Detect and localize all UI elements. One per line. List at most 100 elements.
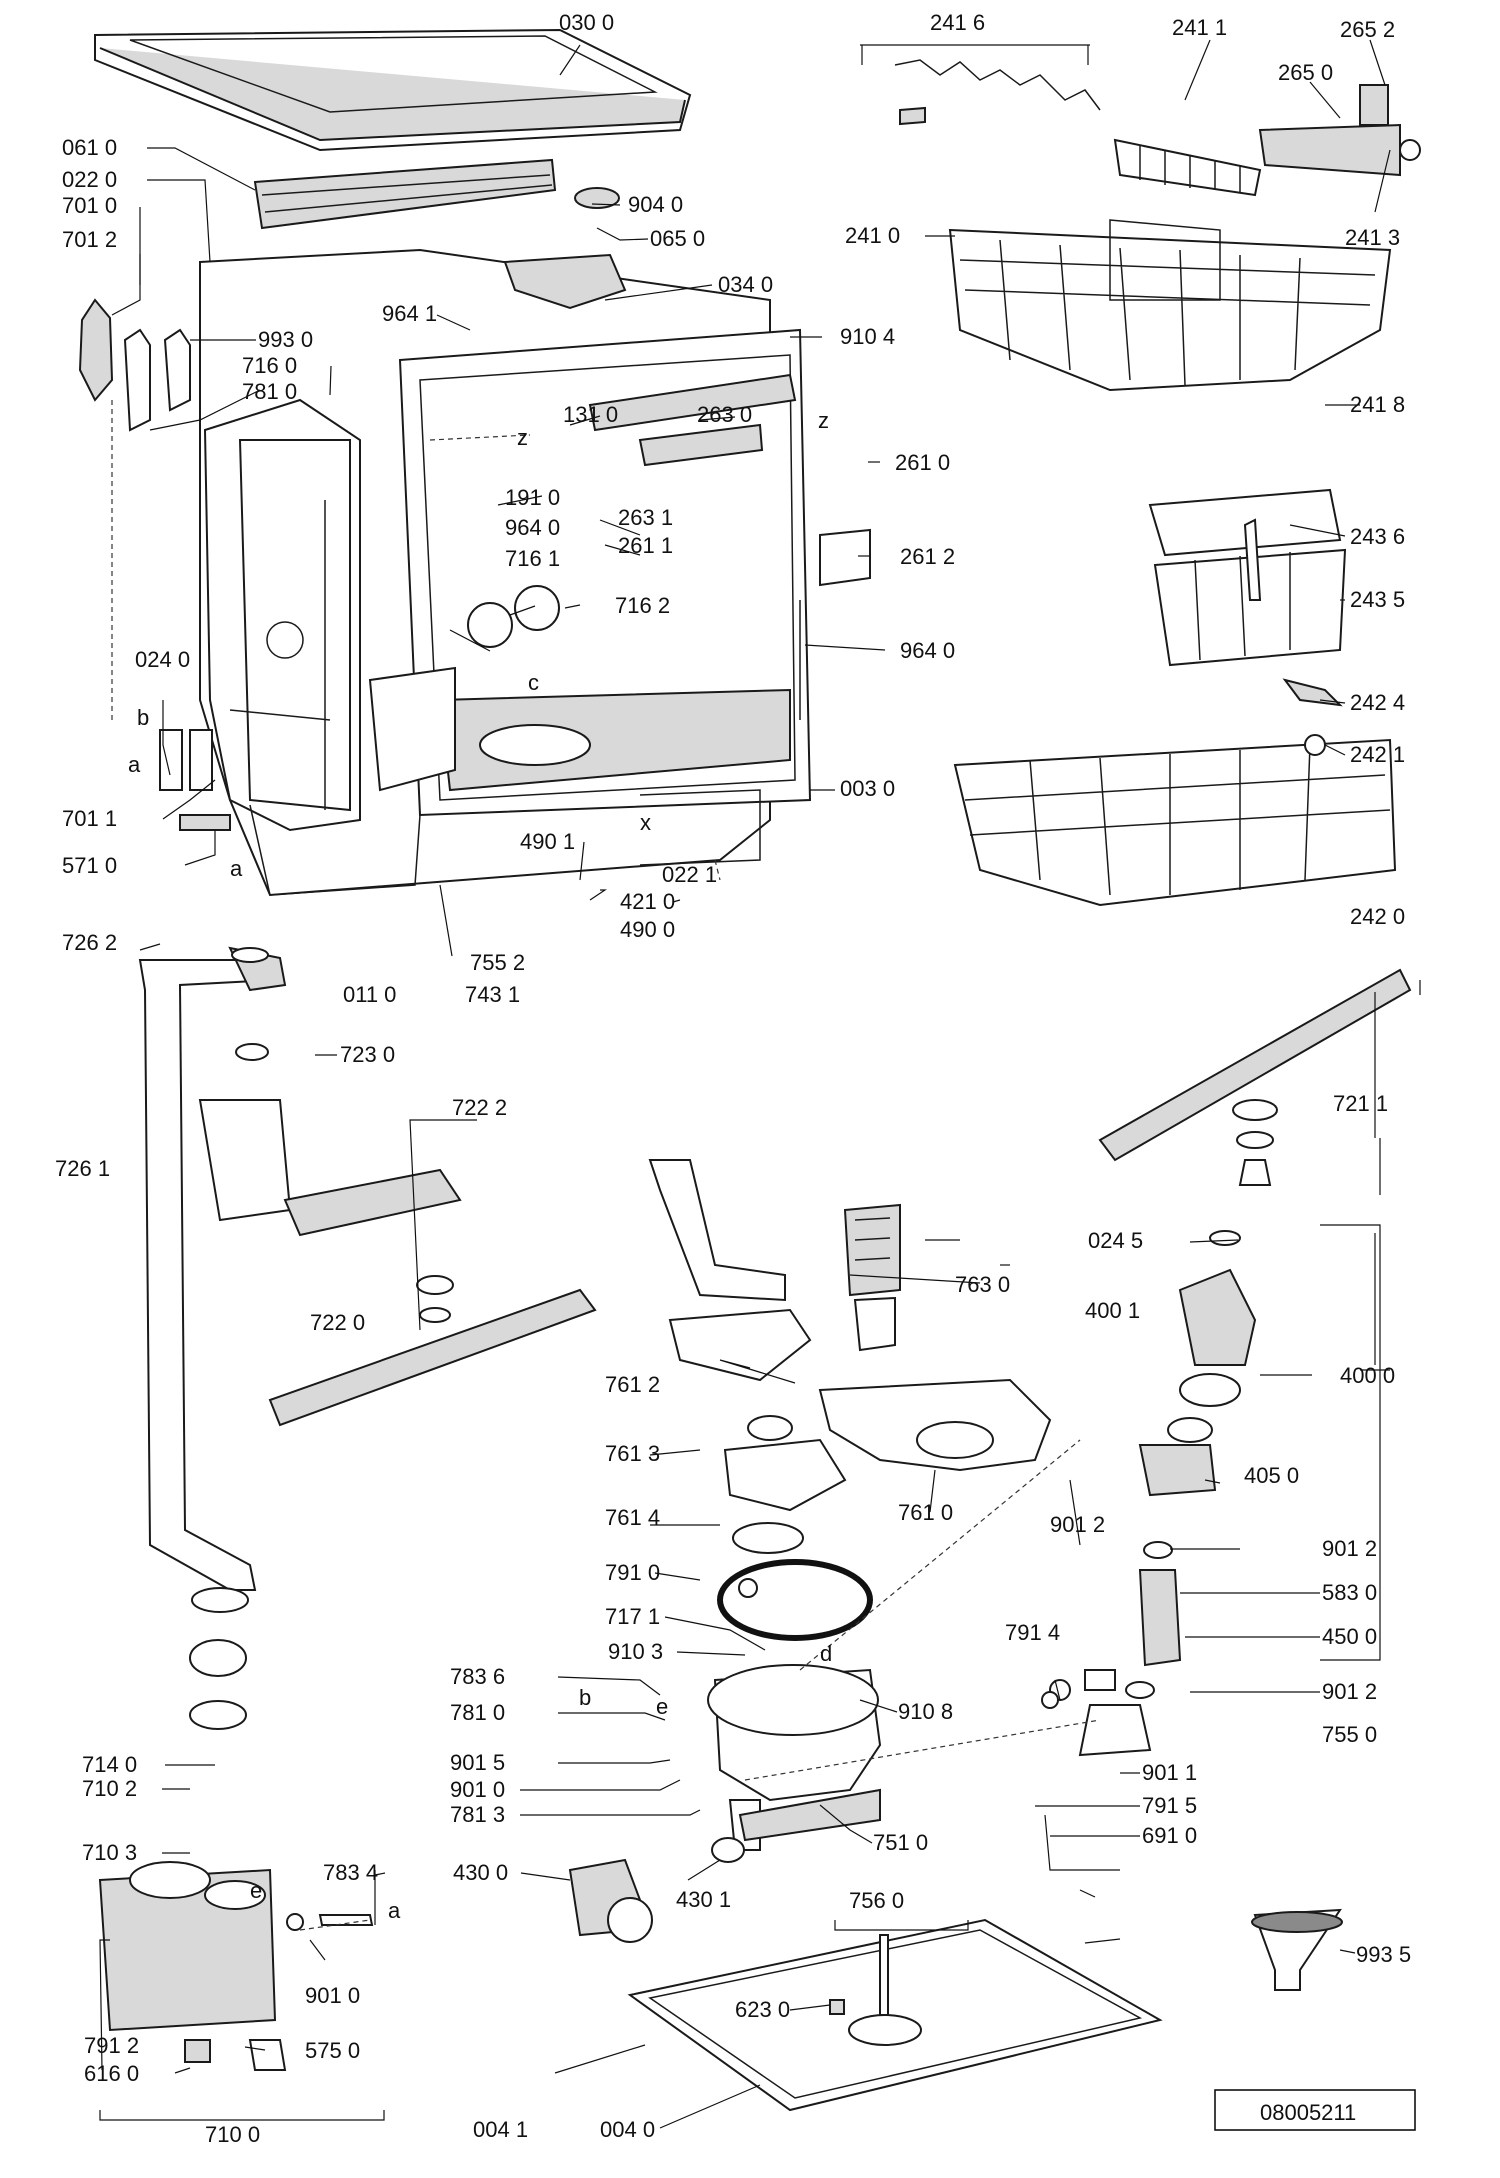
label-781-3: 781 3 bbox=[450, 1802, 505, 1827]
marker-a-3: a bbox=[388, 1898, 401, 1923]
label-904-0: 904 0 bbox=[628, 192, 683, 217]
salt-funnel-part bbox=[1251, 1908, 1343, 1991]
label-755-2: 755 2 bbox=[470, 950, 525, 975]
label-263-1: 263 1 bbox=[618, 505, 673, 530]
cabinet-frame bbox=[199, 248, 871, 897]
label-721-1: 721 1 bbox=[1333, 1091, 1388, 1116]
label-583-0: 583 0 bbox=[1322, 1580, 1377, 1605]
label-761-0: 761 0 bbox=[898, 1500, 953, 1525]
label-722-2: 722 2 bbox=[452, 1095, 507, 1120]
label-791-4: 791 4 bbox=[1005, 1620, 1060, 1645]
label-490-1: 490 1 bbox=[520, 829, 575, 854]
marker-b-1: b bbox=[137, 705, 149, 730]
label-430-1: 430 1 bbox=[676, 1887, 731, 1912]
label-755-0: 755 0 bbox=[1322, 1722, 1377, 1747]
marker-e-1: e bbox=[656, 1694, 668, 1719]
label-901-2-c: 901 2 bbox=[1322, 1679, 1377, 1704]
label-710-0: 710 0 bbox=[205, 2122, 260, 2147]
part-labels: 030 0 241 6 241 1 265 2 265 0 061 0 022 … bbox=[55, 10, 1411, 2147]
label-710-2: 710 2 bbox=[82, 1776, 137, 1801]
base-plate-part bbox=[627, 1918, 1163, 2112]
circulation-pump-part bbox=[1041, 1230, 1257, 1757]
label-781-0-b: 781 0 bbox=[450, 1700, 505, 1725]
label-241-1: 241 1 bbox=[1172, 15, 1227, 40]
diagram-reference-box: 08005211 bbox=[1214, 2089, 1416, 2131]
label-710-3: 710 3 bbox=[82, 1840, 137, 1865]
cutlery-basket-part bbox=[1148, 488, 1347, 667]
label-743-1: 743 1 bbox=[465, 982, 520, 1007]
label-901-0-a: 901 0 bbox=[450, 1777, 505, 1802]
label-242-0: 242 0 bbox=[1350, 904, 1405, 929]
dashed-connectors bbox=[111, 400, 1101, 1931]
label-964-0-a: 964 0 bbox=[505, 515, 560, 540]
label-763-0: 763 0 bbox=[955, 1272, 1010, 1297]
label-910-4: 910 4 bbox=[840, 324, 895, 349]
label-616-0: 616 0 bbox=[84, 2061, 139, 2086]
marker-b-2: b bbox=[579, 1685, 591, 1710]
marker-x: x bbox=[640, 810, 651, 835]
label-761-3: 761 3 bbox=[605, 1441, 660, 1466]
label-400-1: 400 1 bbox=[1085, 1298, 1140, 1323]
connection-markers: z z c x b a a b e d e a bbox=[128, 408, 832, 1923]
label-265-2: 265 2 bbox=[1340, 17, 1395, 42]
upper-rack-part bbox=[948, 219, 1392, 392]
label-701-0: 701 0 bbox=[62, 193, 117, 218]
label-723-0: 723 0 bbox=[340, 1042, 395, 1067]
label-405-0: 405 0 bbox=[1244, 1463, 1299, 1488]
label-030-0: 030 0 bbox=[559, 10, 614, 35]
label-993-5: 993 5 bbox=[1356, 1942, 1411, 1967]
label-726-1: 726 1 bbox=[55, 1156, 110, 1181]
label-004-0: 004 0 bbox=[600, 2117, 655, 2142]
label-265-0: 265 0 bbox=[1278, 60, 1333, 85]
label-243-6: 243 6 bbox=[1350, 524, 1405, 549]
label-761-4: 761 4 bbox=[605, 1505, 660, 1530]
label-901-1: 901 1 bbox=[1142, 1760, 1197, 1785]
sump-seal-ring-part bbox=[717, 1559, 873, 1641]
label-034-0: 034 0 bbox=[718, 272, 773, 297]
label-691-0: 691 0 bbox=[1142, 1823, 1197, 1848]
label-131-0: 131 0 bbox=[563, 402, 618, 427]
label-716-1: 716 1 bbox=[505, 546, 560, 571]
insulation-strip-part bbox=[253, 158, 557, 230]
label-701-1: 701 1 bbox=[62, 806, 117, 831]
cup-shelf-part bbox=[1113, 138, 1262, 197]
label-061-0: 061 0 bbox=[62, 135, 117, 160]
sump-part bbox=[707, 1578, 882, 1851]
label-400-0: 400 0 bbox=[1340, 1363, 1395, 1388]
top-small-parts bbox=[78, 187, 627, 831]
label-964-0-b: 964 0 bbox=[900, 638, 955, 663]
label-022-0: 022 0 bbox=[62, 167, 117, 192]
label-022-1: 022 1 bbox=[662, 862, 717, 887]
marker-z-2: z bbox=[818, 408, 829, 433]
marker-a-2: a bbox=[230, 856, 243, 881]
diagram-reference-number: 08005211 bbox=[1260, 2100, 1356, 2125]
label-751-0: 751 0 bbox=[873, 1830, 928, 1855]
marker-e-2: e bbox=[250, 1878, 262, 1903]
label-781-0: 781 0 bbox=[242, 379, 297, 404]
label-783-6: 783 6 bbox=[450, 1664, 505, 1689]
label-263-0: 263 0 bbox=[697, 402, 752, 427]
label-261-2: 261 2 bbox=[900, 544, 955, 569]
label-004-1: 004 1 bbox=[473, 2117, 528, 2142]
label-024-5: 024 5 bbox=[1088, 1228, 1143, 1253]
marker-z-1: z bbox=[517, 425, 528, 450]
label-901-0-b: 901 0 bbox=[305, 1983, 360, 2008]
label-714-0: 714 0 bbox=[82, 1752, 137, 1777]
label-430-0: 430 0 bbox=[453, 1860, 508, 1885]
rack-rail-part bbox=[894, 59, 1101, 126]
label-722-0: 722 0 bbox=[310, 1310, 365, 1335]
label-716-2: 716 2 bbox=[615, 593, 670, 618]
upper-spray-arm-part bbox=[1098, 968, 1412, 1186]
label-901-2-b: 901 2 bbox=[1322, 1536, 1377, 1561]
label-191-0: 191 0 bbox=[505, 485, 560, 510]
filter-assembly-part bbox=[648, 1159, 1052, 1554]
label-964-1: 964 1 bbox=[382, 301, 437, 326]
rack-adjuster-part bbox=[1258, 84, 1421, 177]
label-024-0: 024 0 bbox=[135, 647, 190, 672]
water-feed-pipe-part bbox=[138, 946, 597, 1591]
label-261-0: 261 0 bbox=[895, 450, 950, 475]
label-065-0: 065 0 bbox=[650, 226, 705, 251]
label-791-0: 791 0 bbox=[605, 1560, 660, 1585]
label-243-5: 243 5 bbox=[1350, 587, 1405, 612]
